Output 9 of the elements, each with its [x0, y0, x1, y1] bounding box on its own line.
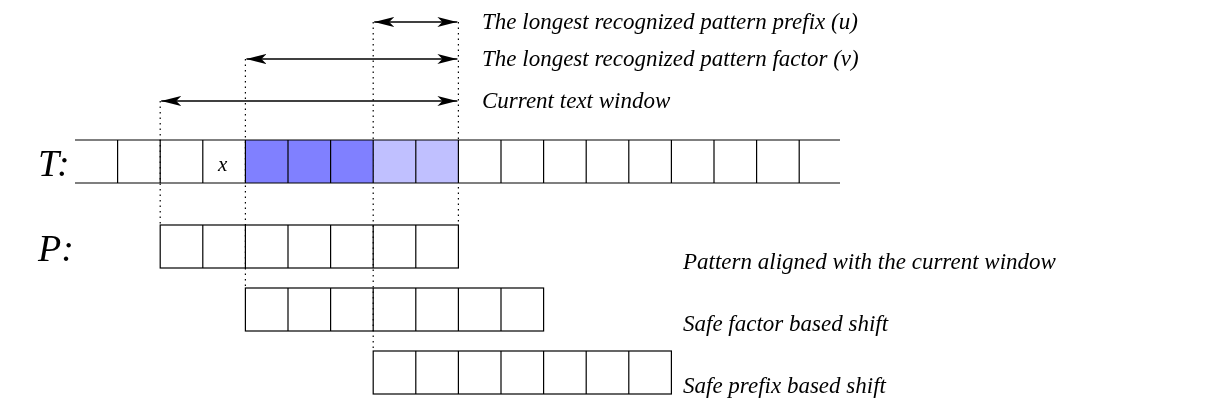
row-caption: Safe prefix based shift: [683, 374, 886, 397]
dimension-label: The longest recognized pattern prefix (u): [482, 10, 858, 33]
dimension-label: Current text window: [482, 89, 671, 112]
row-caption: Safe factor based shift: [683, 312, 889, 335]
row-caption: Pattern aligned with the current window: [683, 250, 1056, 273]
row-label: T:: [38, 144, 70, 182]
dimension-label: The longest recognized pattern factor (v): [482, 47, 859, 70]
row-label: P:: [38, 229, 74, 267]
character-label: x: [218, 154, 228, 175]
